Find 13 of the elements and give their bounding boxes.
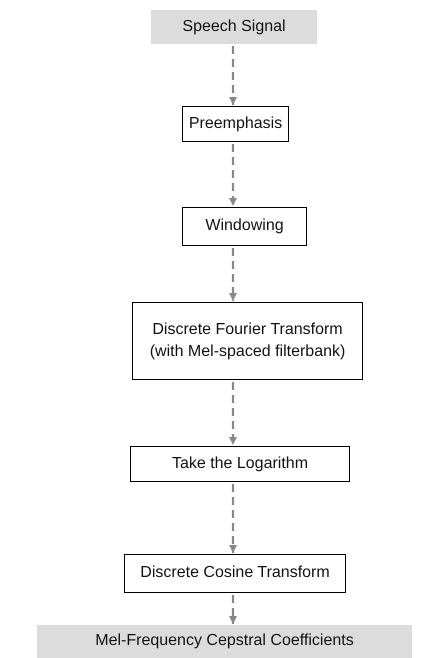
process-box: Discrete Cosine Transform [124, 554, 346, 593]
process-box: Discrete Fourier Transform (with Mel-spaced filterbank) [132, 302, 363, 380]
arrow [229, 382, 237, 445]
arrow [229, 46, 237, 105]
arrow [229, 484, 237, 553]
input-output-box: Mel-Frequency Cepstral Coefficients [37, 625, 412, 658]
arrow [229, 144, 237, 206]
process-box: Take the Logarithm [130, 446, 350, 482]
process-box: Windowing [182, 207, 307, 246]
input-output-box: Speech Signal [151, 10, 317, 44]
arrow [229, 595, 237, 624]
process-box: Preemphasis [182, 106, 289, 142]
arrow [229, 248, 237, 301]
